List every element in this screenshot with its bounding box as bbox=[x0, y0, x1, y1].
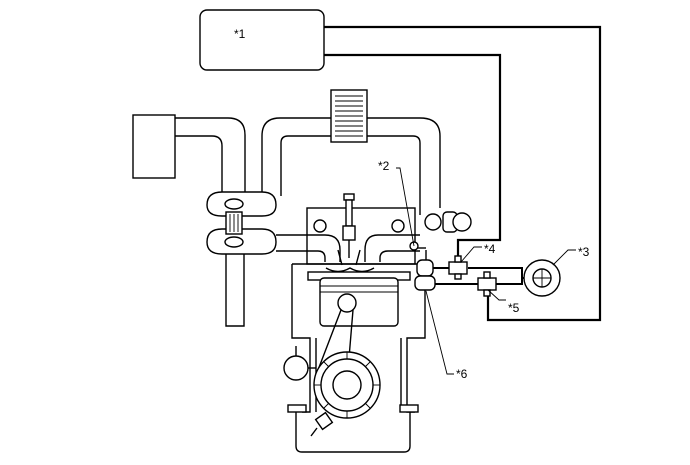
fuel-injector bbox=[337, 193, 361, 266]
turbocharger bbox=[206, 191, 277, 255]
callout-label-6: *6 bbox=[456, 367, 468, 381]
wiring bbox=[324, 25, 602, 322]
callout-label-4: *4 bbox=[484, 242, 496, 256]
coolant-temp-sensor bbox=[283, 346, 316, 381]
callout-label-2: *2 bbox=[378, 159, 390, 173]
charge-air-cooler bbox=[330, 89, 368, 143]
crankshaft bbox=[313, 351, 381, 419]
air-cleaner-box bbox=[132, 114, 246, 200]
callout-label-5: *5 bbox=[508, 301, 520, 315]
callout-label-3: *3 bbox=[578, 245, 590, 259]
vacuum-hoses bbox=[433, 267, 523, 285]
callout-label-1: *1 bbox=[234, 27, 246, 41]
vacuum-tank-3 bbox=[522, 259, 561, 297]
control-unit-box bbox=[199, 9, 325, 71]
cylinder-head bbox=[306, 207, 416, 273]
intake-manifold bbox=[364, 234, 420, 262]
exhaust-pipe bbox=[225, 254, 245, 327]
callout-leaders bbox=[396, 167, 576, 375]
solenoid-valve-6 bbox=[409, 241, 436, 291]
oil-pan bbox=[287, 404, 419, 453]
throttle-body bbox=[424, 211, 472, 233]
exhaust-manifold bbox=[276, 234, 341, 262]
vsv-4 bbox=[448, 255, 468, 280]
vsv-5 bbox=[477, 271, 497, 297]
crank-position-sensor bbox=[310, 411, 334, 437]
